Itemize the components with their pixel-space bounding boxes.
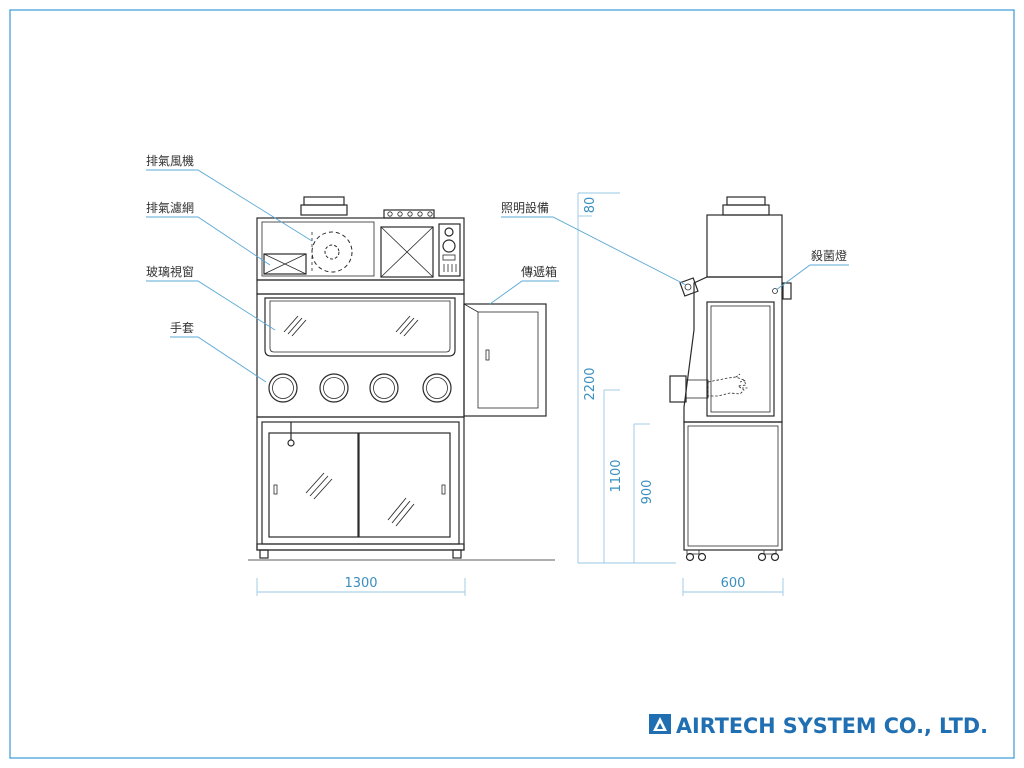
callout-exhaust-fan: 排氣風機: [146, 153, 313, 242]
dimension-heights: 80 2200 1100 900: [577, 192, 676, 564]
callout-lighting: 照明設備: [501, 200, 687, 286]
base-height-value: 900: [640, 480, 655, 505]
callout-glass-window: 玻璃視窗: [146, 264, 276, 331]
label-gloves: 手套: [170, 321, 194, 335]
callout-exhaust-filter: 排氣濾網: [146, 200, 271, 266]
label-lighting: 照明設備: [501, 200, 549, 215]
callout-pass-box: 傳遞箱: [489, 264, 559, 305]
label-glass-window: 玻璃視窗: [146, 264, 194, 279]
top-height-value: 80: [583, 197, 598, 214]
work-height-value: 1100: [609, 459, 624, 492]
dimension-side-width: 600: [682, 576, 784, 596]
label-uv-lamp: 殺菌燈: [811, 248, 847, 263]
callout-uv-lamp: 殺菌燈: [775, 248, 849, 291]
label-exhaust-fan: 排氣風機: [146, 153, 194, 168]
total-height-value: 2200: [583, 367, 598, 400]
side-view: [669, 196, 792, 562]
label-pass-box: 傳遞箱: [521, 264, 557, 279]
label-exhaust-filter: 排氣濾網: [146, 200, 194, 215]
company-name: AIRTECH SYSTEM CO., LTD.: [676, 714, 988, 738]
sheet-border: [9, 9, 1015, 759]
front-width-value: 1300: [344, 576, 377, 591]
front-view: [248, 196, 555, 561]
company-logo: AIRTECH SYSTEM CO., LTD.: [649, 714, 988, 738]
logo-mark-icon: [649, 714, 671, 734]
callout-gloves: 手套: [170, 321, 267, 383]
dimension-front-width: 1300: [256, 576, 466, 596]
side-width-value: 600: [721, 576, 746, 591]
